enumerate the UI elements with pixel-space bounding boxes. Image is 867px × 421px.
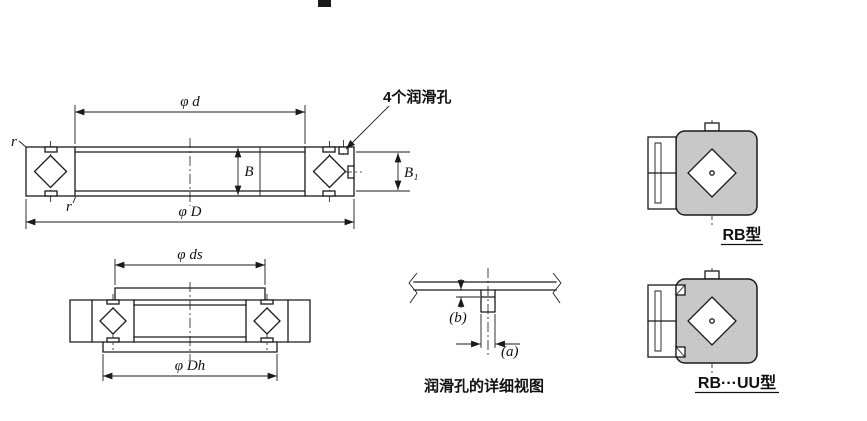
lube-plug-icon — [704, 270, 720, 280]
rb-uu-type-label: RB···UU型 — [698, 374, 776, 392]
dim-phi-ds: φ ds — [114, 247, 266, 285]
roller-center-mark — [709, 318, 715, 324]
dim-b-label: (b) — [449, 310, 467, 326]
dim-phi-Dh: φ Dh — [102, 354, 278, 381]
dim-phi-D: φ D — [25, 199, 355, 229]
lube-holes-callout-label: 4个润滑孔 — [383, 88, 451, 106]
crossed-roller-icon — [253, 307, 281, 335]
lube-hole-icon — [338, 146, 349, 155]
mounted-section-view: φ ds φ Dh — [69, 247, 311, 381]
cropped-print-artifact — [318, 0, 331, 7]
fillet-callouts: r r — [11, 134, 76, 215]
rb-type-section: RB型 — [647, 120, 763, 246]
dim-phi-d: φ d — [74, 94, 306, 144]
crossed-roller-icon — [33, 154, 68, 189]
dim-B: B — [234, 147, 261, 196]
dim-B1-label: B₁ — [404, 165, 418, 181]
break-line-icon — [408, 272, 418, 304]
front-section-view: φ d φ D B B₁ r r 4个润滑孔 — [11, 88, 451, 229]
dim-a-label: (a) — [501, 344, 519, 360]
dim-B1: B₁ — [356, 151, 418, 192]
seal-groove-icons — [44, 146, 349, 197]
dim-phi-ds-label: φ ds — [177, 247, 203, 263]
break-line-icon — [552, 272, 562, 304]
lube-holes-callout: 4个润滑孔 — [345, 88, 451, 150]
lube-hole-icon — [480, 289, 496, 313]
crossed-roller-icon — [99, 307, 127, 335]
fillet-r-bottom-label: r — [66, 199, 72, 215]
mounted-outline — [69, 287, 311, 353]
crossed-roller-icon — [312, 154, 347, 189]
detail-view-caption: 润滑孔的详细视图 — [424, 377, 544, 395]
dim-B-label: B — [244, 164, 253, 180]
lube-plug-icon — [704, 122, 720, 132]
dim-phi-D-label: φ D — [179, 204, 202, 220]
bolt-hole-icon — [654, 142, 662, 204]
detail-outline — [408, 272, 562, 313]
rb-type-label: RB型 — [722, 226, 761, 244]
dim-phi-d-label: φ d — [180, 94, 200, 110]
roller-center-mark — [709, 170, 715, 176]
seal-groove-icons — [106, 299, 274, 343]
bolt-hole-icon — [654, 290, 662, 352]
dim-b: (b) — [449, 279, 480, 326]
dim-a: (a) — [456, 314, 520, 360]
dim-phi-Dh-label: φ Dh — [175, 358, 205, 374]
fillet-r-top-label: r — [11, 134, 17, 150]
lube-hole-detail-view: (b) (a) 润滑孔的详细视图 — [408, 268, 562, 395]
seal-icons — [675, 284, 686, 358]
rb-uu-type-section: RB···UU型 — [647, 268, 779, 394]
